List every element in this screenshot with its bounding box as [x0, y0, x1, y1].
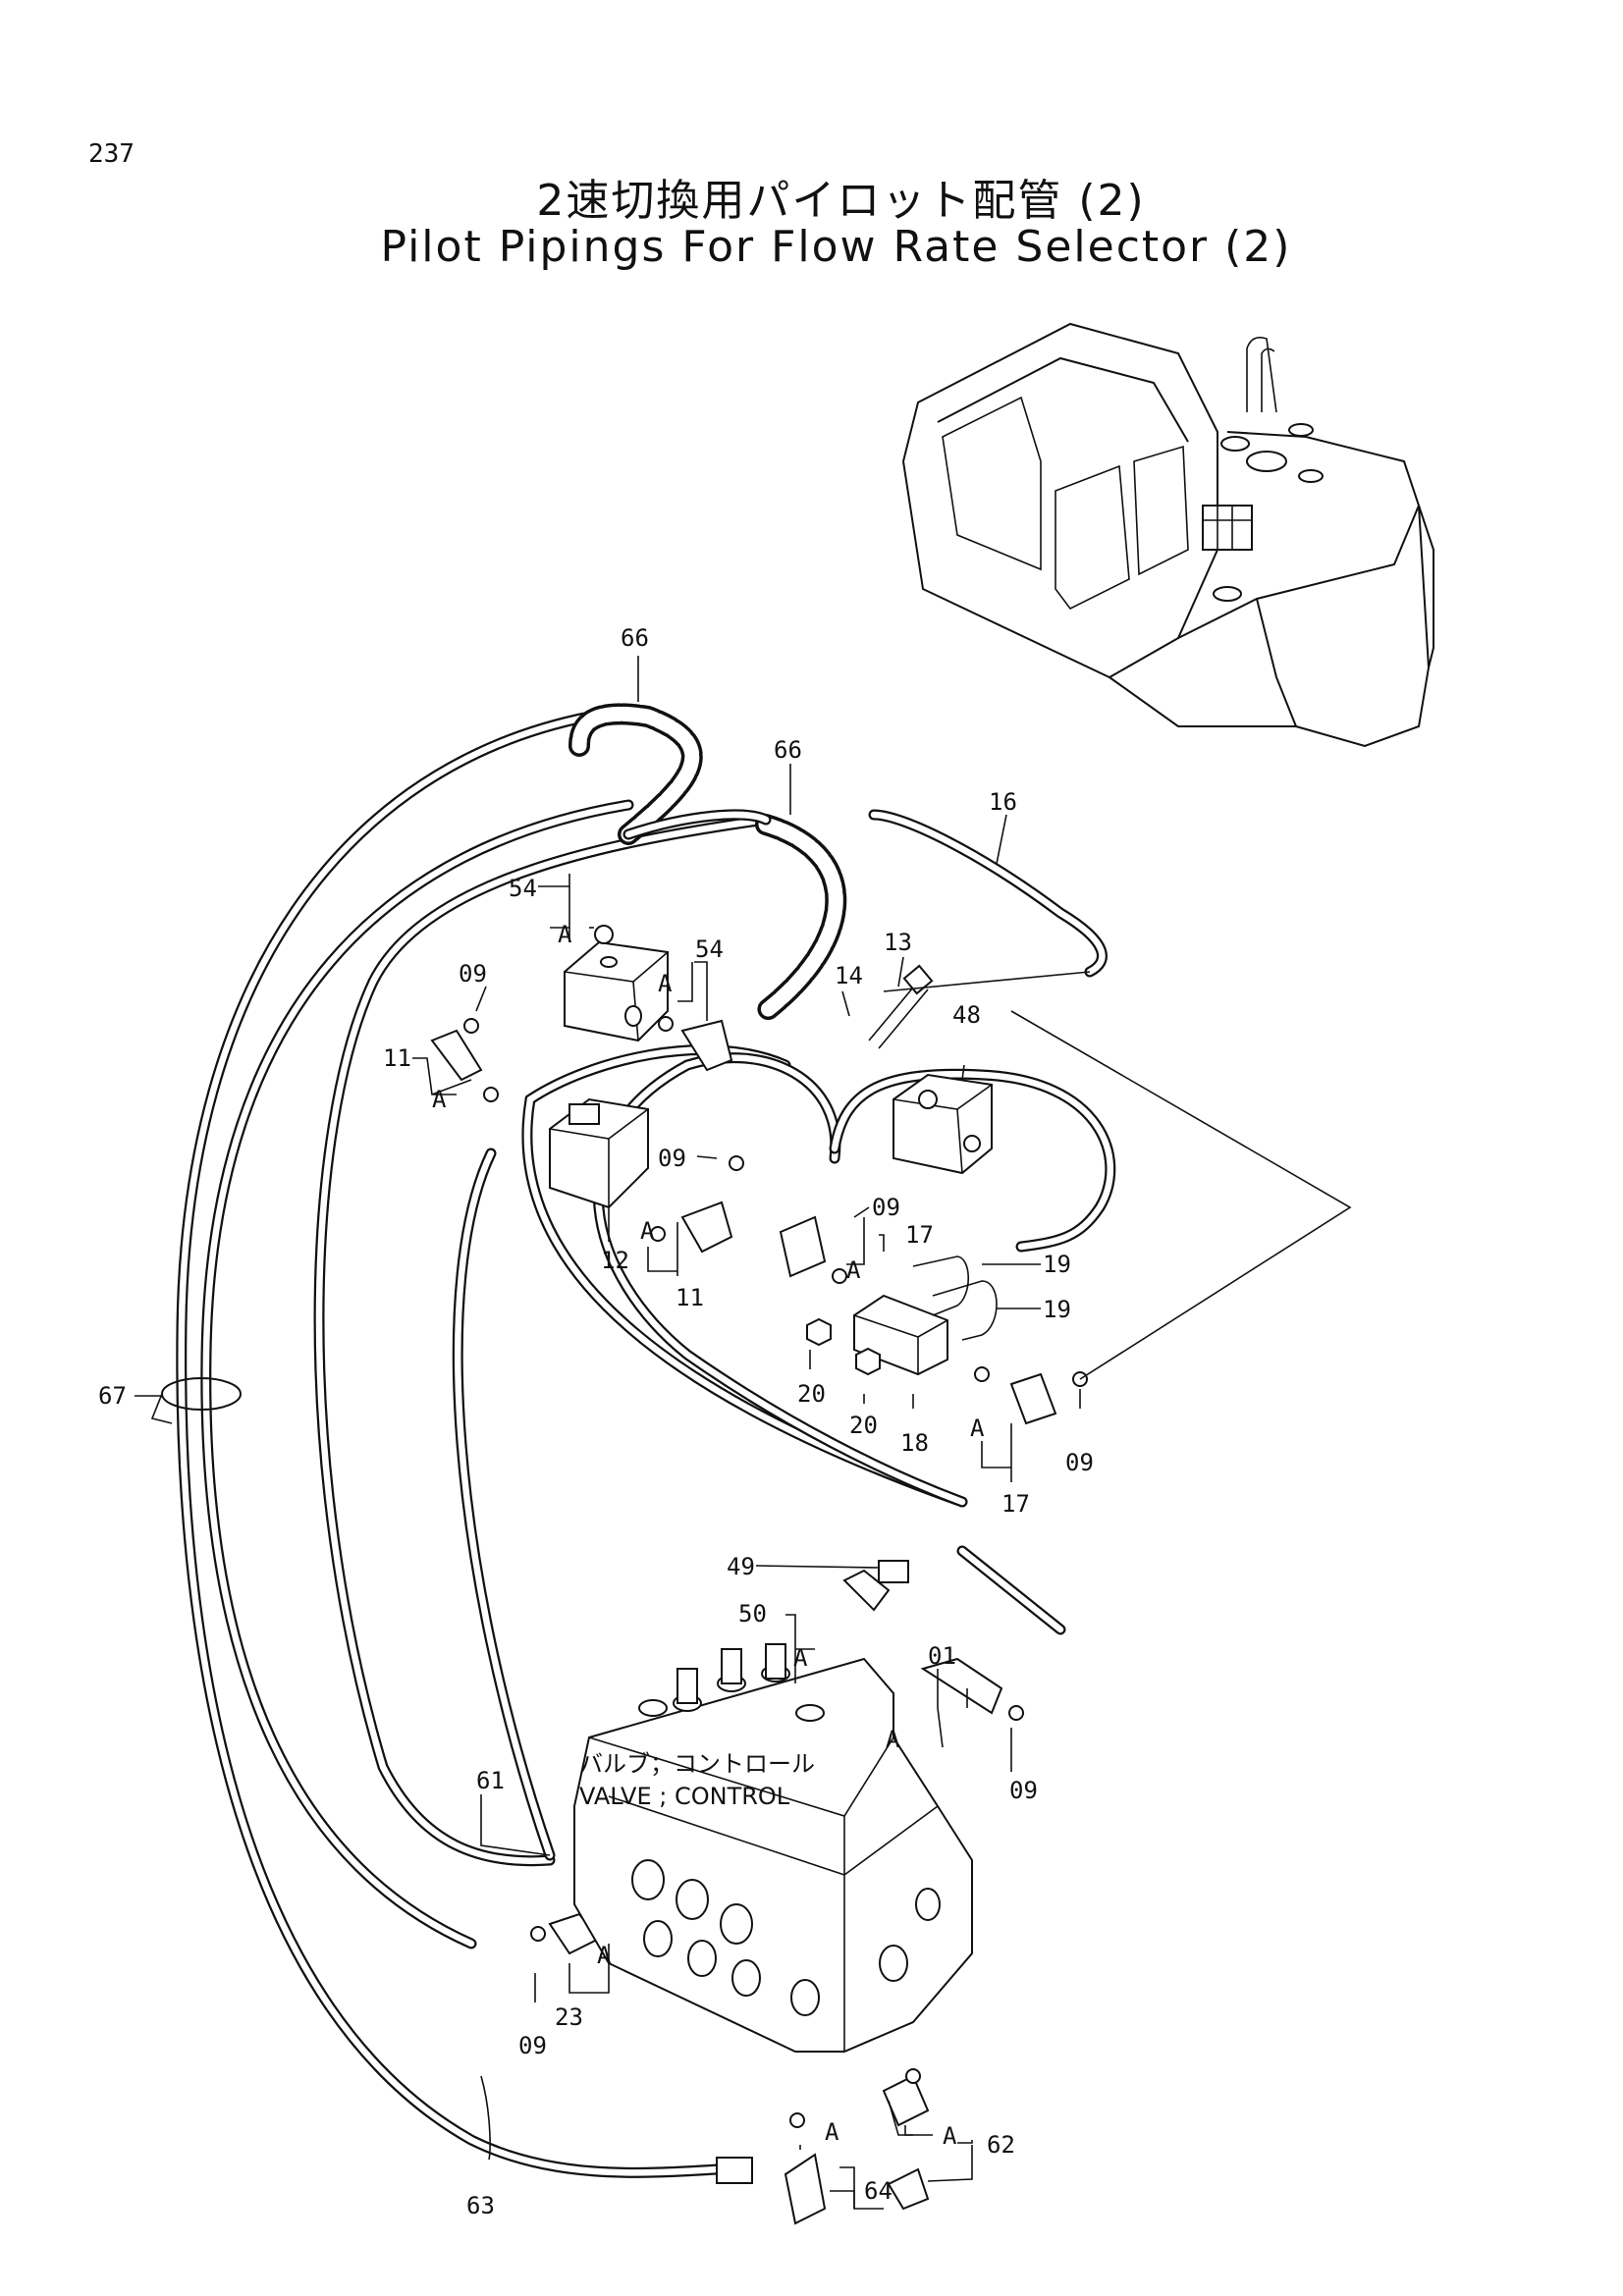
marker-a: A — [793, 1644, 808, 1672]
hose-and-pipe-routing — [176, 703, 1116, 2178]
callout-01: 01 — [928, 1642, 956, 1670]
callout-17-lower: 17 — [1001, 1490, 1030, 1518]
callout-54-left: 54 — [509, 875, 537, 902]
callout-09-top: 09 — [459, 960, 487, 988]
callout-09-bottom: 09 — [518, 2032, 547, 2059]
valve-label-english: VALVE ; CONTROL — [579, 1783, 790, 1810]
callout-18: 18 — [900, 1429, 929, 1457]
marker-a: A — [970, 1415, 985, 1442]
callout-09-right: 09 — [1065, 1449, 1094, 1476]
callout-50: 50 — [738, 1600, 767, 1628]
callout-23: 23 — [555, 2003, 583, 2031]
callout-54-right: 54 — [695, 935, 724, 963]
leader-lines — [135, 656, 1352, 2210]
page-title-japanese: 2速切換用パイロット配管 (2) — [536, 176, 1146, 226]
callout-09-center: 09 — [872, 1194, 900, 1221]
callout-61: 61 — [476, 1767, 505, 1794]
callout-09-valve: 09 — [1009, 1777, 1038, 1804]
callout-62: 62 — [987, 2131, 1015, 2159]
page-number: 237 — [88, 139, 135, 169]
marker-a: A — [640, 1217, 655, 1245]
callout-66-upper: 66 — [621, 624, 649, 652]
callout-49: 49 — [727, 1553, 755, 1580]
page-title-english: Pilot Pipings For Flow Rate Selector (2) — [380, 222, 1292, 272]
callout-12: 12 — [601, 1247, 629, 1274]
valve-label-japanese: バルブ；コントロール — [579, 1750, 815, 1778]
a-markers: A A A A A A A A A A A — [432, 921, 985, 2150]
marker-a: A — [943, 2122, 957, 2150]
marker-a: A — [886, 1726, 900, 1753]
callout-17-upper: 17 — [905, 1221, 934, 1249]
callout-13: 13 — [884, 929, 912, 956]
callout-14: 14 — [835, 962, 863, 989]
callout-64: 64 — [864, 2177, 893, 2205]
callout-19-upper: 19 — [1043, 1251, 1071, 1278]
callout-63: 63 — [466, 2192, 495, 2219]
callout-16: 16 — [989, 788, 1017, 816]
callout-20-right: 20 — [849, 1412, 878, 1439]
callout-66-lower: 66 — [774, 736, 802, 764]
callout-67: 67 — [98, 1382, 127, 1410]
part-callouts: 66 66 16 54 54 13 14 48 09 09 09 09 09 0… — [98, 624, 1094, 2219]
callout-19-lower: 19 — [1043, 1296, 1071, 1323]
callout-48: 48 — [952, 1001, 981, 1029]
marker-a: A — [432, 1086, 447, 1113]
callout-09-middle: 09 — [658, 1145, 686, 1172]
marker-a: A — [825, 2118, 839, 2146]
components — [150, 925, 1088, 2225]
marker-a: A — [597, 1942, 612, 1969]
marker-a: A — [558, 921, 572, 948]
callout-20-left: 20 — [797, 1380, 826, 1408]
callout-11-left: 11 — [383, 1044, 411, 1072]
excavator-overview-illustration — [901, 322, 1434, 748]
marker-a: A — [658, 970, 673, 997]
marker-a: A — [846, 1256, 861, 1284]
callout-11-lower: 11 — [676, 1284, 704, 1311]
